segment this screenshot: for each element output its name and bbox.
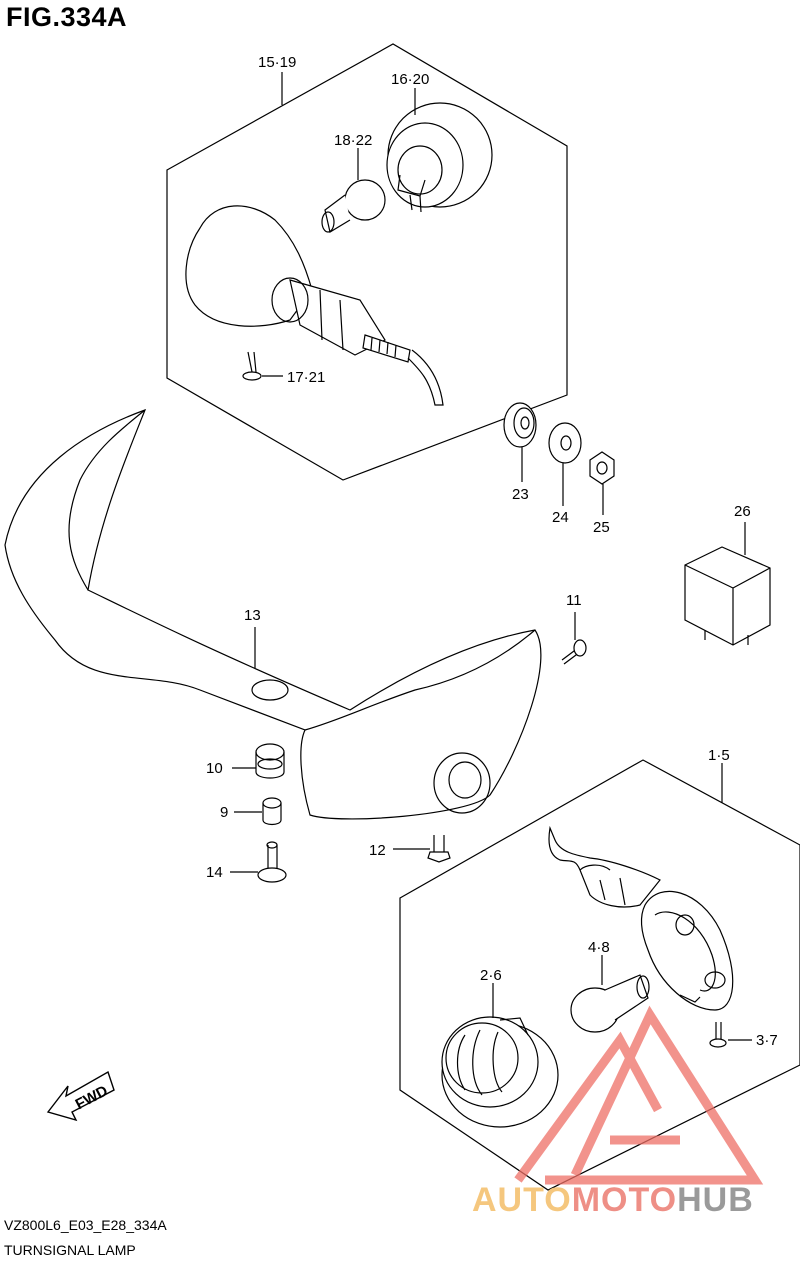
relay-26 bbox=[684, 546, 771, 646]
callout-13: 13 bbox=[244, 607, 261, 624]
callout-4-8: 4·8 bbox=[588, 939, 610, 956]
callout-12: 12 bbox=[369, 842, 386, 859]
callout-3-7: 3·7 bbox=[756, 1032, 778, 1049]
lower-bulb bbox=[570, 974, 650, 1033]
upper-assembly-frame bbox=[166, 43, 568, 481]
callout-1-5: 1·5 bbox=[708, 747, 730, 764]
callout-10: 10 bbox=[206, 760, 223, 777]
fwd-arrow: FWD bbox=[46, 1070, 115, 1122]
grommet-10 bbox=[255, 743, 285, 779]
screw-11 bbox=[561, 639, 587, 665]
callout-18-22: 18·22 bbox=[334, 132, 372, 149]
callout-16-20: 16·20 bbox=[391, 71, 429, 88]
callout-14: 14 bbox=[206, 864, 223, 881]
upper-lamp-housing bbox=[185, 205, 444, 406]
bracket-13 bbox=[4, 408, 542, 820]
callout-25: 25 bbox=[593, 519, 610, 536]
watermark-auto: AUTO bbox=[472, 1181, 572, 1219]
nut-23 bbox=[503, 402, 537, 448]
callout-11: 11 bbox=[566, 592, 582, 609]
upper-bulb bbox=[321, 179, 386, 233]
callout-23: 23 bbox=[512, 486, 529, 503]
collar-9 bbox=[262, 797, 282, 826]
figure-title: FIG.334A bbox=[6, 2, 128, 32]
watermark-hub: HUB bbox=[677, 1181, 754, 1219]
nut-25 bbox=[589, 451, 615, 485]
figure-code: VZ800L6_E03_E28_334A bbox=[4, 1217, 167, 1233]
callout-26: 26 bbox=[734, 503, 751, 520]
watermark-text: AUTOMOTOHUB bbox=[472, 1181, 754, 1220]
callout-2-6: 2·6 bbox=[480, 967, 502, 984]
bolt-14 bbox=[257, 841, 287, 883]
lower-lens bbox=[441, 1016, 559, 1128]
callout-24: 24 bbox=[552, 509, 569, 526]
washer-24 bbox=[548, 422, 582, 464]
callout-17-21: 17·21 bbox=[287, 369, 325, 386]
lower-assembly-frame bbox=[399, 759, 800, 1191]
upper-lens bbox=[386, 102, 493, 213]
lower-lamp-housing bbox=[548, 825, 734, 1011]
figure-name: TURNSIGNAL LAMP bbox=[4, 1242, 136, 1258]
screw-17-21 bbox=[242, 351, 262, 381]
watermark-logo bbox=[514, 1005, 764, 1185]
watermark-moto: MOTO bbox=[571, 1181, 678, 1219]
bolt-12 bbox=[427, 835, 451, 863]
callout-9: 9 bbox=[220, 804, 228, 821]
screw-3-7 bbox=[709, 1022, 727, 1048]
callout-15-19: 15·19 bbox=[258, 54, 296, 71]
